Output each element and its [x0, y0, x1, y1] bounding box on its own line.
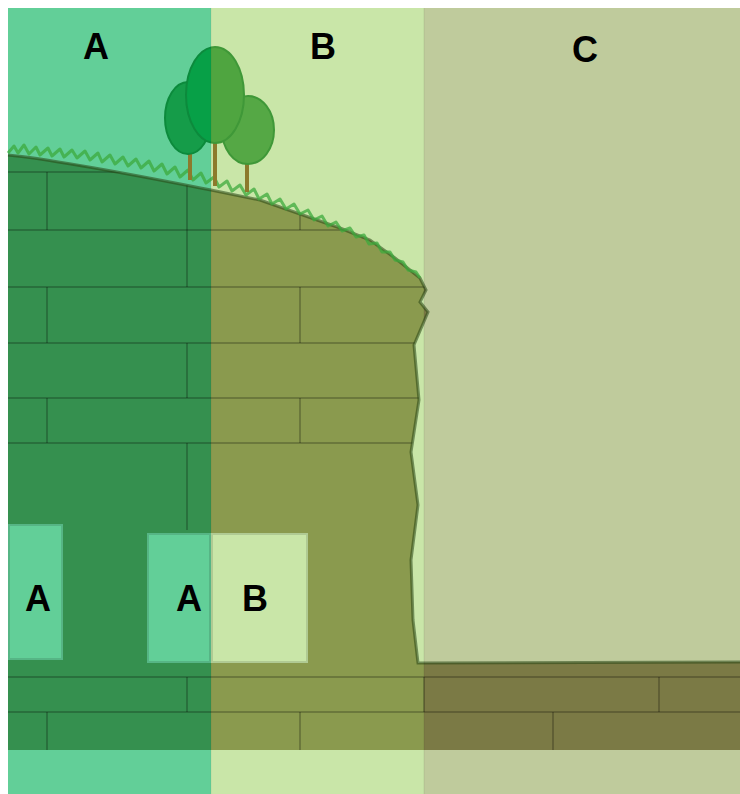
- band: C: [424, 8, 740, 794]
- band: A A A: [8, 8, 211, 794]
- band-boundary: [424, 8, 425, 794]
- cave-window: B: [211, 533, 308, 663]
- region-letter: C: [572, 30, 598, 70]
- trees: [165, 47, 274, 192]
- region-letter: B: [310, 27, 336, 67]
- rock: [8, 155, 211, 750]
- band-boundary: [211, 8, 212, 794]
- cave-window: A: [147, 533, 211, 663]
- region-letter: A: [83, 27, 109, 67]
- region-letter: A: [25, 579, 51, 619]
- ground: [424, 155, 740, 750]
- cave-window: A: [8, 524, 63, 660]
- rock: [211, 155, 424, 750]
- region-letter: A: [176, 579, 202, 619]
- rock-outline: [8, 155, 740, 663]
- band: BB: [211, 8, 424, 794]
- region-letter: B: [242, 579, 268, 619]
